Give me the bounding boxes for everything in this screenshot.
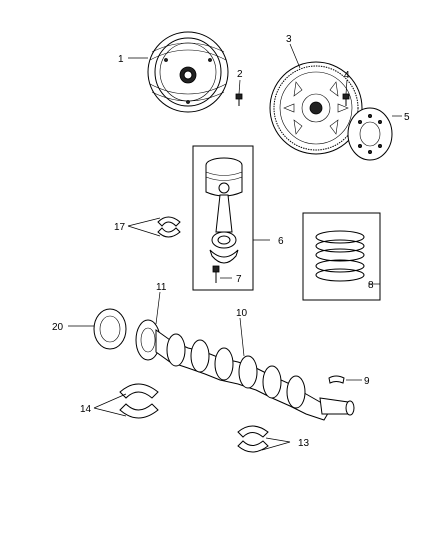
callout-2: 2 — [237, 69, 243, 80]
callout-13: 13 — [298, 438, 310, 449]
callout-3: 3 — [286, 34, 292, 45]
thrust-bearing-halves[interactable] — [157, 216, 181, 238]
callout-11: 11 — [156, 282, 167, 293]
rear-main-seal[interactable] — [93, 308, 127, 350]
callout-10: 10 — [236, 308, 248, 319]
leader-lines — [68, 43, 402, 451]
callout-5: 5 — [404, 112, 410, 123]
flex-plate[interactable] — [269, 61, 363, 155]
callout-14: 14 — [80, 404, 92, 415]
callout-4: 4 — [344, 70, 350, 81]
callout-1: 1 — [118, 54, 124, 65]
callout-20: 20 — [52, 322, 64, 333]
rod-bolt[interactable] — [212, 265, 220, 283]
callout-labels: 1 2 3 4 5 6 7 8 9 10 11 13 14 17 20 — [52, 34, 410, 449]
rod-bearing-halves[interactable] — [237, 425, 269, 453]
callout-9: 9 — [364, 376, 370, 387]
crankshaft-key[interactable] — [328, 375, 345, 384]
callout-6: 6 — [278, 236, 284, 247]
backing-plate[interactable] — [347, 107, 393, 161]
converter-bolt[interactable] — [235, 93, 243, 106]
piston-rings[interactable] — [315, 230, 365, 282]
piston-connecting-rod[interactable] — [205, 157, 243, 264]
callout-7: 7 — [236, 274, 242, 285]
callout-17: 17 — [114, 222, 126, 233]
main-bearing-halves-left[interactable] — [119, 383, 159, 419]
piston-rod-assembly-box — [192, 145, 254, 291]
callout-8: 8 — [368, 280, 374, 291]
crankshaft[interactable] — [135, 319, 355, 421]
torque-converter[interactable] — [147, 31, 229, 113]
piston-rings-box — [302, 212, 381, 301]
